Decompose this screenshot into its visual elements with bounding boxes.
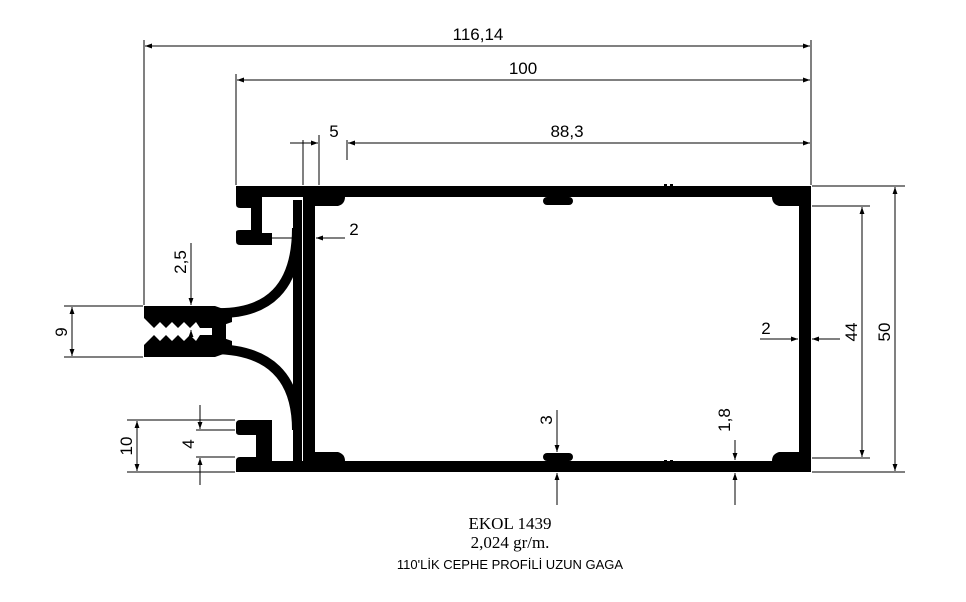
dim-gap-9: 9 [52,327,71,336]
dim-height-10: 10 [117,437,136,456]
dim-wall-2-right: 2 [761,319,770,338]
dim-height-4: 4 [179,439,198,448]
profile-arms [213,227,302,431]
dim-rib-3: 3 [537,415,556,424]
aluminium-profile [236,184,811,472]
dim-wall-1-8: 1,8 [715,408,734,432]
gasket-nose [144,306,232,357]
weight-label: 2,024 gr/m. [470,533,550,552]
dim-height-44: 44 [842,323,861,342]
dim-lip-2-5: 2,5 [171,250,190,274]
dim-overall-width: 116,14 [453,25,504,44]
dim-height-50: 50 [875,323,894,342]
dimension-lines [64,40,905,505]
dim-width-100: 100 [509,59,537,78]
dim-wall-5: 5 [329,122,338,141]
dim-width-88: 88,3 [550,122,583,141]
dim-wall-2-top: 2 [349,220,358,239]
dimension-labels: 116,14 100 88,3 5 2 2,5 9 2 44 50 3 1,8 … [52,25,894,455]
description-label: 110'LİK CEPHE PROFİLİ UZUN GAGA [396,557,624,572]
model-label: EKOL 1439 [468,514,552,533]
